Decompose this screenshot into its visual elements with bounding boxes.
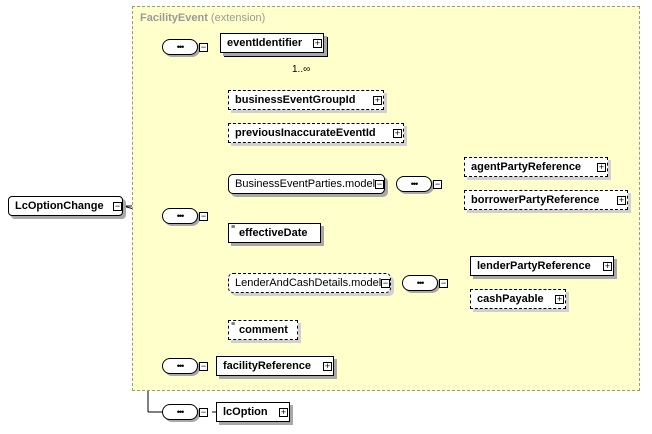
collapse-icon[interactable]: − <box>381 278 390 288</box>
element-label: cashPayable <box>477 293 544 305</box>
element-business-event-group-id[interactable]: businessEventGroupId + <box>228 90 384 110</box>
element-label: effectiveDate <box>239 227 308 239</box>
expand-icon[interactable]: + <box>279 407 288 417</box>
element-lender-party-reference[interactable]: lenderPartyReference + <box>470 256 614 276</box>
collapse-icon[interactable]: − <box>199 211 208 221</box>
element-borrower-party-reference[interactable]: borrowerPartyReference + <box>464 190 628 210</box>
expand-icon[interactable]: + <box>313 38 322 48</box>
expand-icon[interactable]: + <box>323 361 332 371</box>
sequence-icon: ••• <box>176 360 185 371</box>
element-label: facilityReference <box>223 360 312 372</box>
element-label: previousInaccurateEventId <box>235 127 376 139</box>
collapse-icon[interactable]: − <box>375 179 384 189</box>
expand-icon[interactable]: + <box>393 128 402 138</box>
expand-icon[interactable]: + <box>617 195 626 205</box>
element-agent-party-reference[interactable]: agentPartyReference + <box>464 157 608 177</box>
group-label: BusinessEventParties.model <box>235 178 376 190</box>
text-content-icon: ≡ <box>231 321 236 328</box>
element-label: eventIdentifier <box>227 37 303 49</box>
sequence-compositor-3: ••• <box>162 358 198 374</box>
region-title: FacilityEvent (extension) <box>140 12 265 24</box>
element-label: lenderPartyReference <box>477 260 591 272</box>
collapse-icon[interactable]: − <box>113 201 122 211</box>
element-label: comment <box>239 324 288 336</box>
root-element-lc-option-change[interactable]: LcOptionChange − <box>8 196 123 216</box>
sequence-compositor-2: ••• <box>162 208 198 224</box>
expand-icon[interactable]: + <box>555 294 564 304</box>
sequence-icon: ••• <box>410 178 419 189</box>
expand-icon[interactable]: + <box>603 261 612 271</box>
sequence-compositor-lender: ••• <box>402 275 438 291</box>
element-label: borrowerPartyReference <box>471 194 600 206</box>
collapse-icon[interactable]: − <box>199 361 208 371</box>
group-label: LenderAndCashDetails.model <box>235 277 382 289</box>
collapse-icon[interactable]: − <box>199 407 208 417</box>
expand-icon[interactable]: + <box>373 95 382 105</box>
collapse-icon[interactable]: − <box>433 179 442 189</box>
element-facility-reference[interactable]: facilityReference + <box>216 356 334 376</box>
region-group-name: FacilityEvent <box>140 12 208 24</box>
sequence-icon: ••• <box>176 210 185 221</box>
group-lender-and-cash-details-model[interactable]: LenderAndCashDetails.model − <box>228 273 391 293</box>
root-element-label: LcOptionChange <box>15 200 104 212</box>
sequence-icon: ••• <box>176 406 185 417</box>
sequence-compositor-1: ••• <box>162 39 198 55</box>
element-effective-date[interactable]: ≡ effectiveDate <box>228 223 321 243</box>
element-label: businessEventGroupId <box>235 94 356 106</box>
element-event-identifier[interactable]: eventIdentifier + <box>220 33 324 53</box>
group-business-event-parties-model[interactable]: BusinessEventParties.model − <box>228 174 385 194</box>
element-cash-payable[interactable]: cashPayable + <box>470 289 566 309</box>
sequence-compositor-parties: ••• <box>396 176 432 192</box>
expand-icon[interactable]: + <box>597 162 606 172</box>
cardinality-label: 1..∞ <box>292 64 311 75</box>
element-label: agentPartyReference <box>471 161 582 173</box>
element-lc-option[interactable]: lcOption + <box>216 402 290 422</box>
sequence-icon: ••• <box>176 41 185 52</box>
element-label: lcOption <box>223 406 268 418</box>
text-content-icon: ≡ <box>231 224 236 231</box>
sequence-compositor-4: ••• <box>162 404 198 420</box>
element-comment[interactable]: ≡ comment <box>228 320 298 340</box>
region-group-kind: (extension) <box>210 12 266 24</box>
element-previous-inaccurate-event-id[interactable]: previousInaccurateEventId + <box>228 123 404 143</box>
collapse-icon[interactable]: − <box>439 278 448 288</box>
sequence-icon: ••• <box>416 277 425 288</box>
collapse-icon[interactable]: − <box>199 42 208 52</box>
